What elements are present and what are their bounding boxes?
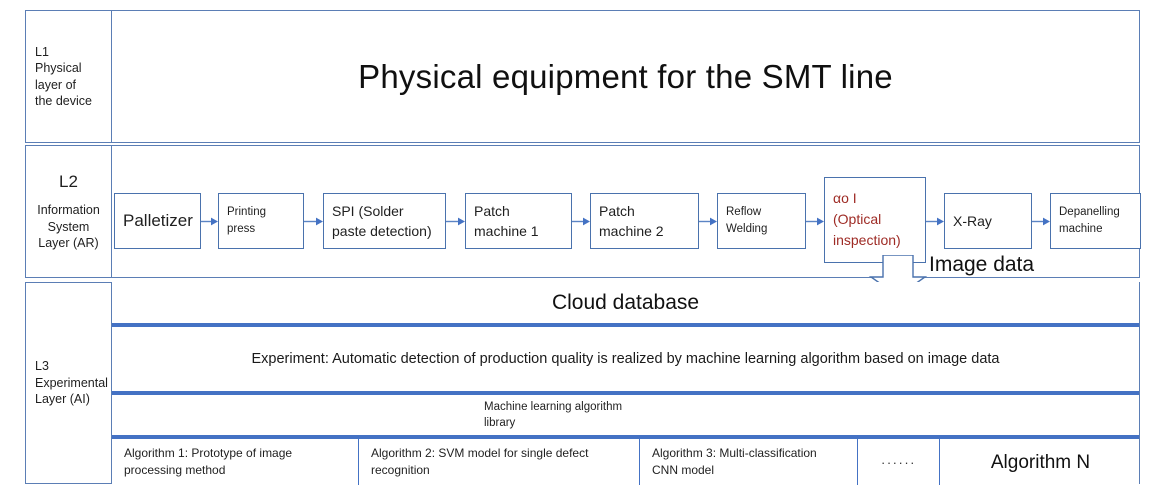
algorithm-cell-3[interactable]: Algorithm 3: Multi-classification CNN mo…: [640, 439, 858, 485]
algorithm-label: Algorithm 3: Multi-classification CNN mo…: [652, 446, 817, 477]
layer-desc-l2-line1: Information: [37, 203, 100, 218]
layer-label-l2: L2 Information System Layer (AR): [26, 146, 112, 277]
image-data-label: Image data: [929, 253, 1035, 276]
layer-label-l1: L1 Physical layer of the device: [26, 11, 112, 142]
experiment-description-band: Experiment: Automatic detection of produ…: [112, 325, 1139, 393]
flow-arrow-4: [572, 217, 590, 226]
layer-desc-l3-line1: Experimental: [35, 375, 108, 390]
layer-row-l1: L1 Physical layer of the device Physical…: [25, 10, 1140, 143]
flow-arrow-8: [1032, 217, 1050, 226]
flow-arrow-2: [304, 217, 323, 226]
physical-equipment-title: Physical equipment for the SMT line: [358, 57, 893, 95]
process-step-1[interactable]: Palletizer: [114, 193, 201, 249]
layer-code-l2: L2: [59, 172, 78, 192]
cloud-database-band: Cloud database: [112, 282, 1139, 325]
algorithm-label: Algorithm N: [990, 451, 1091, 473]
algorithm-list-row: Algorithm 1: Prototype of image processi…: [112, 437, 1139, 485]
algorithm-label: Algorithm 2: SVM model for single defect…: [371, 446, 589, 477]
process-step-label: Palletizer: [123, 211, 193, 230]
architecture-frame: L1 Physical layer of the device Physical…: [25, 10, 1141, 485]
algorithm-cell-2[interactable]: Algorithm 2: SVM model for single defect…: [359, 439, 640, 485]
algorithm-label: ······: [881, 454, 916, 470]
layer-code-l1: L1: [35, 44, 49, 59]
layer-label-l3: L3 Experimental Layer (AI): [26, 283, 112, 483]
flow-arrow-5: [699, 217, 717, 226]
flow-arrow-1: [201, 217, 218, 226]
layer-code-l3: L3: [35, 359, 49, 374]
layer-row-l2: L2 Information System Layer (AR) Palleti…: [25, 145, 1141, 278]
layer-desc-l1-line2: layer of: [35, 77, 76, 92]
process-step-label: X-Ray: [953, 213, 992, 229]
layer-desc-l2-line2: System: [47, 219, 90, 234]
flow-arrow-3: [446, 217, 465, 226]
algorithm-cell-1[interactable]: Algorithm 1: Prototype of image processi…: [112, 439, 359, 485]
process-step-8[interactable]: X-Ray: [944, 193, 1032, 249]
layer-desc-l3-line2: Layer (AI): [35, 392, 90, 407]
experimental-layer-content: Cloud database Experiment: Automatic det…: [112, 282, 1139, 485]
layer-desc-l2-line3: Layer (AR): [38, 236, 99, 251]
layer-desc-l1-line3: the device: [35, 94, 92, 108]
layer-desc-l1-line1: Physical: [35, 61, 82, 75]
layer-row-l3: L3 Experimental Layer (AI) Cloud databas…: [25, 282, 1140, 485]
algorithm-label: Algorithm 1: Prototype of image processi…: [124, 446, 293, 477]
flow-arrow-6: [806, 217, 824, 226]
algorithm-ellipsis[interactable]: ······: [858, 439, 940, 485]
algorithm-cell-5[interactable]: Algorithm N: [940, 439, 1141, 485]
flow-arrow-7: [926, 217, 944, 226]
